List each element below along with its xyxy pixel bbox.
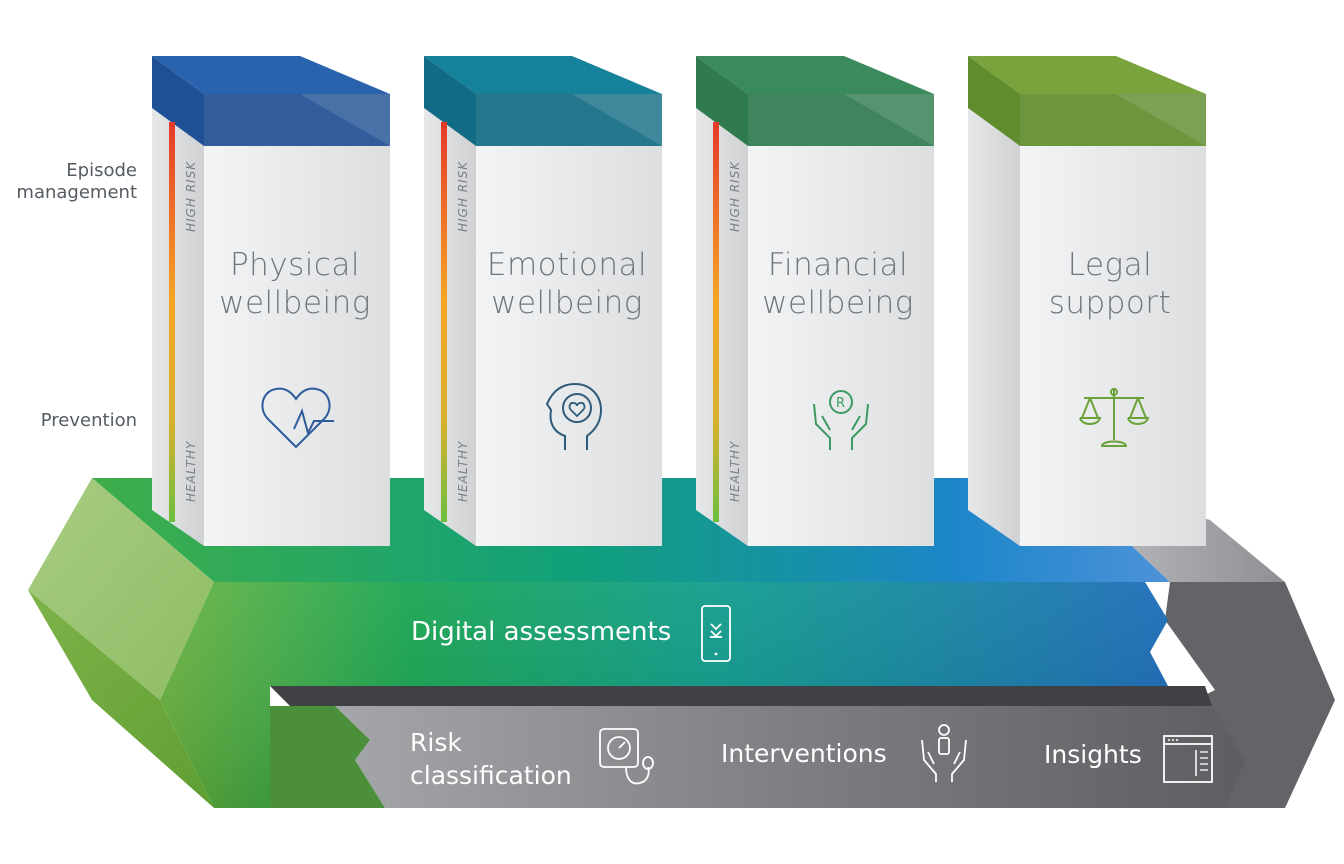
pillar-title-line: Emotional [486, 247, 648, 283]
prevention-label: Prevention [40, 410, 137, 431]
document-window-icon [1163, 735, 1213, 783]
healthy-label-emotional: HEALTHY [456, 440, 470, 502]
risk-label-line2: classification [410, 761, 572, 790]
gray-band-lip [270, 686, 1212, 706]
pillar-cap-side-physical [152, 56, 204, 146]
pillar-title-line: Physical [229, 247, 361, 283]
risk-label-line1: Risk [410, 728, 462, 757]
pillar-title-line: wellbeing [219, 285, 371, 321]
base-left-bottom-face [28, 590, 214, 808]
pillar-cap-top-emotional [424, 56, 662, 94]
pillars-group [152, 56, 1206, 546]
svg-text:R: R [836, 396, 845, 411]
pillar-title-line: wellbeing [491, 285, 643, 321]
episode-label-line1: Episode [66, 160, 137, 181]
pillar-cap-gloss-physical [300, 94, 390, 146]
gray-slab-side [1165, 582, 1335, 808]
risk-gauge-emotional [441, 122, 447, 522]
episode-management-label: Episode management [0, 160, 137, 204]
pillar-front-physical [204, 146, 390, 546]
digital-assessments-label: Digital assessments [411, 617, 672, 647]
pillar-title-emotional: Emotional wellbeing [467, 246, 667, 322]
pillar-front-emotional [476, 146, 662, 546]
pillar-front-legal [1020, 146, 1206, 546]
hands-coin-icon: R [813, 390, 869, 450]
pillar-cap-front-legal [1020, 94, 1206, 146]
insights-label: Insights [1044, 740, 1142, 769]
pillar-cap-front-emotional [476, 94, 662, 146]
interventions-label: Interventions [721, 739, 887, 768]
pillar-front-financial [748, 146, 934, 546]
head-heart-icon [545, 382, 603, 450]
pillar-cap-front-financial [748, 94, 934, 146]
high-risk-label-physical: HIGH RISK [184, 160, 198, 232]
pillar-cap-top-physical [152, 56, 390, 94]
pillar-title-financial: Financial wellbeing [738, 246, 938, 322]
pillar-title-physical: Physical wellbeing [195, 246, 395, 322]
digital-band-shade [160, 582, 1168, 808]
pillar-cap-side-legal [968, 56, 1020, 146]
pillar-title-line: Financial [767, 247, 909, 283]
pillar-side-physical [152, 108, 204, 546]
healthy-label-physical: HEALTHY [184, 440, 198, 502]
pillar-cap-gloss-legal [1116, 94, 1206, 146]
pillar-side-financial [696, 108, 748, 546]
risk-classification-label: Risk classification [410, 726, 572, 792]
gray-band-front [335, 706, 1245, 808]
person-hands-icon [921, 724, 967, 782]
gray-band-shadow [270, 706, 385, 808]
pillar-title-line: Legal [1067, 247, 1153, 283]
pillar-cap-side-emotional [424, 56, 476, 146]
risk-gauge-physical [169, 122, 175, 522]
base-left-face [28, 478, 214, 700]
heart-pulse-icon [261, 387, 334, 449]
high-risk-label-emotional: HIGH RISK [456, 160, 470, 232]
blood-pressure-icon [599, 728, 654, 785]
pillar-title-line: support [1048, 285, 1172, 321]
healthy-label-financial: HEALTHY [728, 440, 742, 502]
pillar-cap-side-financial [696, 56, 748, 146]
pillar-cap-gloss-emotional [572, 94, 662, 146]
pillar-side-legal [968, 108, 1020, 546]
pillar-side-emotional [424, 108, 476, 546]
pillar-cap-top-financial [696, 56, 934, 94]
pillar-cap-front-physical [204, 94, 390, 146]
episode-label-line2: management [16, 182, 137, 203]
pillar-title-line: wellbeing [762, 285, 914, 321]
high-risk-label-financial: HIGH RISK [728, 160, 742, 232]
pillar-title-legal: Legal support [1010, 246, 1210, 322]
smartphone-icon [701, 605, 731, 662]
scales-icon [1079, 388, 1150, 447]
pillar-cap-top-legal [968, 56, 1206, 94]
risk-gauge-financial [713, 122, 719, 522]
pillar-cap-gloss-financial [844, 94, 934, 146]
